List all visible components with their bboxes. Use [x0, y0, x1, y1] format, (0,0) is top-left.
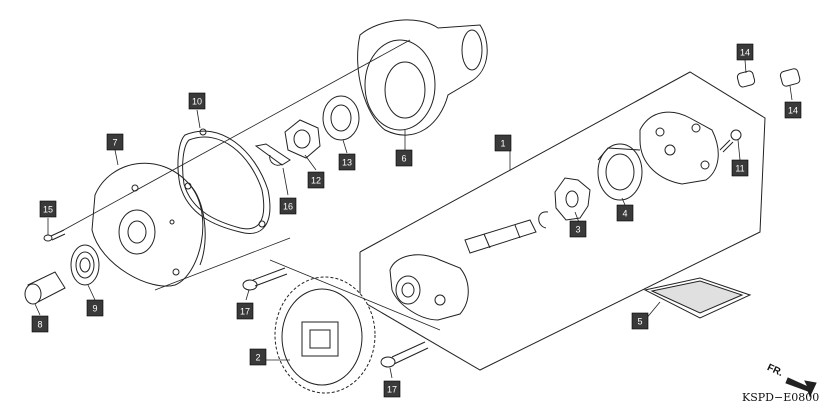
callout-c11: 11: [731, 159, 749, 177]
gasket-part-10: [177, 128, 271, 234]
callout-c14a: 14: [736, 43, 754, 61]
callout-number: 12: [311, 176, 321, 186]
callout-number: 13: [342, 158, 352, 168]
diagram-code: KSPD−E0800: [742, 391, 819, 404]
callout-box: [784, 101, 802, 119]
driven-gear-part-2: [274, 276, 376, 394]
callout-c17a: 17: [236, 302, 254, 320]
callout-c2: 2: [249, 348, 267, 366]
pump-cover-plate: [639, 111, 719, 185]
callout-box: [731, 159, 749, 177]
callout-number: 17: [240, 307, 250, 317]
callout-number: 15: [43, 205, 53, 215]
callout-c6: 6: [395, 149, 413, 167]
callout-c7: 7: [106, 133, 124, 151]
callout-box: [279, 197, 297, 215]
callout-number: 4: [622, 209, 627, 219]
spring-part-9: [70, 244, 100, 286]
flange-bolt-17-a: [242, 267, 288, 291]
callout-box: [39, 200, 57, 218]
callout-box: [395, 149, 413, 167]
callout-box: [631, 312, 649, 330]
callout-box: [31, 315, 49, 333]
dowel-pin-14-a: [736, 70, 756, 88]
dowel-pin-14-b: [779, 68, 801, 87]
callout-number: 10: [192, 97, 202, 107]
callout-c17b: 17: [383, 380, 401, 398]
callout-number: 2: [255, 353, 260, 363]
callout-box: [236, 302, 254, 320]
callout-number: 5: [637, 317, 642, 327]
housing-part-6: [357, 19, 488, 136]
callout-c1: 1: [494, 134, 512, 152]
nut-part-12: [284, 119, 321, 159]
callout-number: 8: [37, 320, 42, 330]
callout-c15: 15: [39, 200, 57, 218]
callout-number: 6: [401, 154, 406, 164]
callout-number: 11: [735, 164, 744, 174]
callout-c16: 16: [279, 197, 297, 215]
callout-c8: 8: [31, 315, 49, 333]
callout-c9: 9: [86, 299, 104, 317]
callout-number: 1: [500, 139, 505, 149]
callout-number: 16: [283, 202, 293, 212]
pump-body: [389, 254, 469, 321]
callout-box: [736, 43, 754, 61]
callout-c14b: 14: [784, 101, 802, 119]
cover-part-7: [91, 162, 206, 287]
callout-c13: 13: [338, 153, 356, 171]
callout-number: 7: [112, 138, 117, 148]
oil-strainer-part-5: [643, 277, 752, 319]
callout-c4: 4: [616, 204, 634, 222]
cap-part-8: [24, 271, 66, 305]
callout-number: 14: [740, 48, 750, 58]
callout-box: [249, 348, 267, 366]
screw-part-15: [43, 229, 66, 242]
callout-number: 14: [788, 106, 798, 116]
callout-box: [383, 380, 401, 398]
callout-c3: 3: [569, 220, 587, 238]
callout-c5: 5: [631, 312, 649, 330]
callout-box: [494, 134, 512, 152]
front-direction-arrow: [785, 377, 817, 398]
flange-bolt-17-b: [380, 341, 429, 368]
pump-shaft: [464, 219, 537, 254]
callout-number: 17: [387, 385, 397, 395]
direction-label: FR.: [765, 362, 784, 379]
inner-rotor-part-3: [554, 177, 591, 221]
leader-lines: [34, 39, 793, 379]
callout-box: [86, 299, 104, 317]
callout-c10: 10: [188, 92, 206, 110]
outer-rotor-part-4: [597, 143, 643, 201]
callout-box: [106, 133, 124, 151]
bolt-part-11: [719, 129, 742, 153]
callout-box: [307, 171, 325, 189]
callout-number: 9: [92, 304, 97, 314]
washer-part-13: [322, 95, 360, 141]
callout-box: [616, 204, 634, 222]
pin-part-16: [254, 143, 291, 166]
callout-box: [338, 153, 356, 171]
callout-box: [188, 92, 206, 110]
callout-number: 3: [575, 225, 580, 235]
callout-box: [569, 220, 587, 238]
callout-c12: 12: [307, 171, 325, 189]
circlip: [538, 211, 549, 229]
